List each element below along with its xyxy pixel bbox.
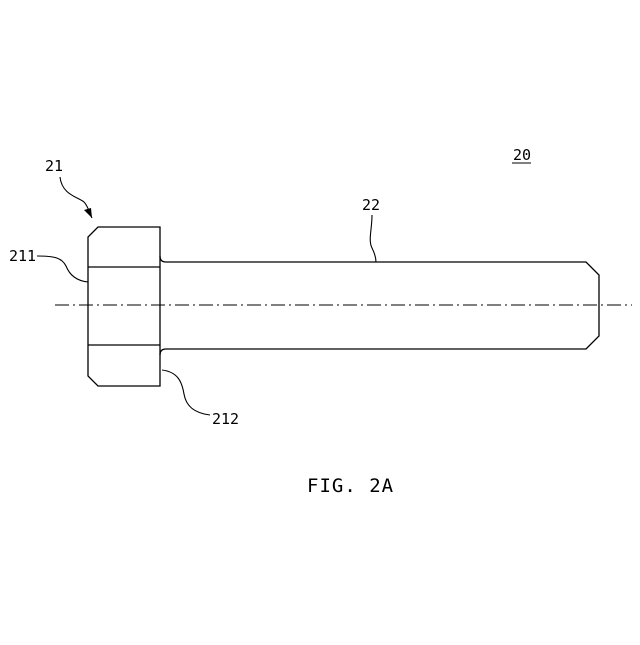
leader-shank — [370, 215, 376, 262]
label-assembly-ref: 20 — [513, 146, 531, 164]
label-head-shoulder: 212 — [212, 410, 239, 428]
leader-head-shoulder — [162, 370, 210, 415]
label-head: 21 — [45, 157, 63, 175]
bolt-head-outline — [88, 227, 160, 386]
figure-caption: FIG. 2A — [307, 475, 394, 497]
label-shank: 22 — [362, 196, 380, 214]
leader-head-arrowhead — [84, 208, 92, 218]
leader-head-side-face — [37, 256, 88, 282]
label-head-side-face: 211 — [9, 247, 36, 265]
